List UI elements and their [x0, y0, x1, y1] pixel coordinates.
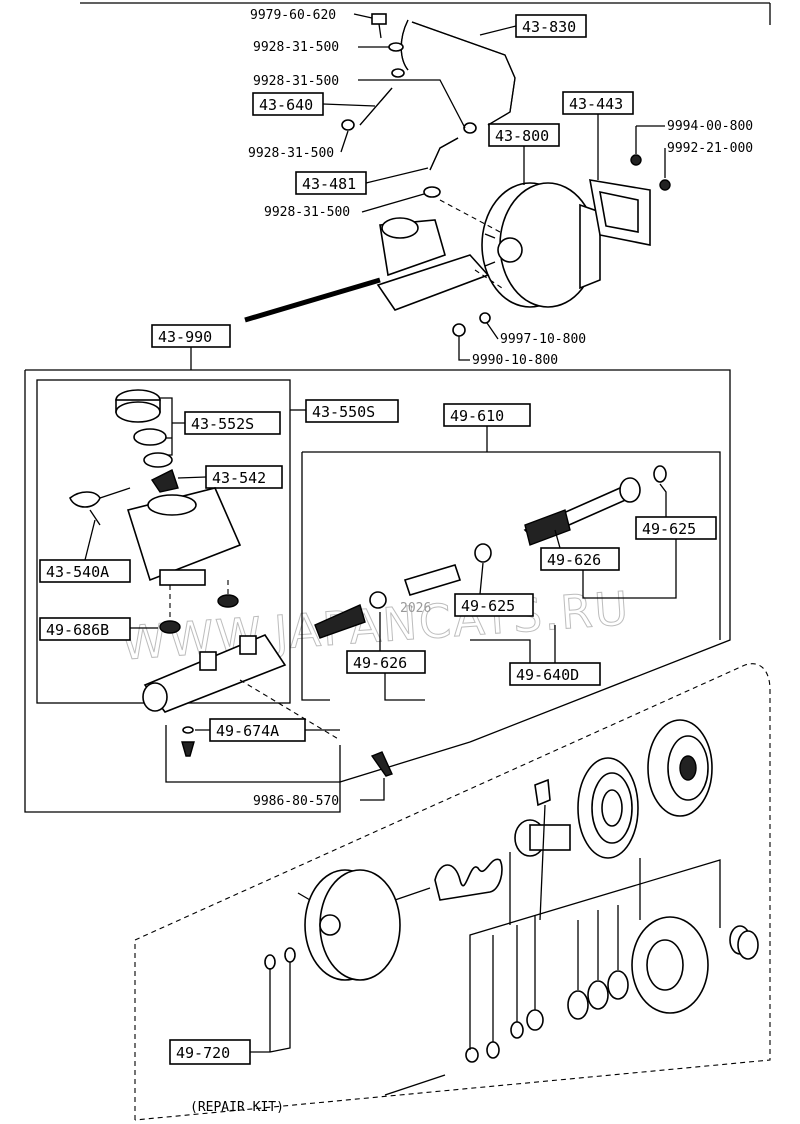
grommet-icons [159, 580, 239, 634]
label-43-481: 43-481 [302, 175, 356, 193]
hose-clamp-icons [341, 42, 477, 198]
master-cylinder-body [142, 634, 341, 741]
label-49-674a: 49-674A [216, 722, 279, 740]
box-49-626-b [346, 650, 426, 674]
label-9994-00-800: 9994-00-800 [667, 119, 753, 134]
leader-49-626-b [379, 612, 425, 701]
leader-9928-c [340, 130, 349, 153]
label-49-625-b: 49-625 [461, 597, 515, 615]
box-43-550s [305, 399, 399, 423]
label-9990-10-800: 9990-10-800 [472, 353, 558, 368]
outer-frame-bottom [24, 370, 471, 813]
label-43-800: 43-800 [495, 127, 549, 145]
nut-icons-top [452, 154, 671, 337]
leader-43-481 [365, 167, 429, 184]
label-49-626-b: 49-626 [353, 654, 407, 672]
label-49-686b: 49-686B [46, 621, 109, 639]
bolt-9979-icon [371, 13, 387, 39]
label-9928-31-500-b: 9928-31-500 [253, 74, 339, 89]
label-49-610: 49-610 [450, 407, 504, 425]
hose-43-640 [359, 87, 393, 126]
label-9992-21-000: 9992-21-000 [667, 141, 753, 156]
outer-frame-top [25, 369, 731, 743]
leader-9990 [458, 336, 470, 361]
leader-49-626-a [554, 529, 561, 549]
kit-leader-lines [469, 804, 721, 1050]
box-49-686b [39, 617, 131, 641]
leader-43-540a [84, 519, 96, 561]
secondary-piston-assembly [523, 465, 667, 546]
label-49-626-a: 49-626 [547, 551, 601, 569]
label-9928-31-500-d: 9928-31-500 [264, 205, 350, 220]
diaphragm-rear [647, 719, 713, 817]
repair-kit-frame [134, 663, 771, 1121]
piston-frame [301, 451, 721, 701]
leader-9928-b [358, 79, 466, 129]
booster-shell-front [297, 869, 401, 981]
box-49-626-a [540, 547, 620, 571]
label-43-542: 43-542 [212, 469, 266, 487]
label-43-443: 43-443 [569, 95, 623, 113]
valve-body [514, 778, 571, 857]
label-43-540a: 43-540A [46, 563, 109, 581]
leader-43-552s [160, 397, 185, 456]
leader-43-542 [177, 476, 207, 479]
leader-49-625-b [479, 562, 484, 595]
leader-9997 [486, 322, 499, 340]
label-49-625-a: 49-625 [642, 520, 696, 538]
bleeder-screw-icons [165, 725, 393, 783]
leader-9928-d [361, 193, 425, 213]
label-43-550s: 43-550S [312, 403, 375, 421]
label-9979-60-620: 9979-60-620 [250, 8, 336, 23]
master-cylinder-assembly-top [376, 199, 506, 311]
leader-49-640d [470, 625, 556, 663]
label-43-640: 43-640 [259, 96, 313, 114]
repair-kit-label: (REPAIR KIT) [190, 1100, 284, 1115]
label-9928-31-500-a: 9928-31-500 [253, 40, 339, 55]
label-49-720: 49-720 [176, 1044, 230, 1062]
vacuum-hose-pipe [400, 19, 516, 126]
leader-49-625-a [582, 483, 677, 599]
label-9986-80-570: 9986-80-570 [253, 794, 339, 809]
reservoir-body [69, 487, 242, 586]
box-49-625-b [454, 593, 534, 617]
booster-gasket-43-443 [589, 179, 651, 246]
label-49-640d: 49-640D [516, 666, 579, 684]
primary-piston-assembly [314, 543, 492, 639]
leader-9979 [353, 13, 373, 19]
label-9997-10-800: 9997-10-800 [500, 332, 586, 347]
leader-43-640 [322, 103, 376, 107]
leader-heavy-line [244, 277, 381, 323]
reservoir-cap-icons [115, 389, 179, 493]
push-rod-spring [394, 858, 503, 901]
brake-booster [481, 182, 601, 308]
label-43-830: 43-830 [522, 18, 576, 36]
leader-49-720 [250, 962, 291, 1053]
box-49-720 [169, 1039, 251, 1065]
diaphragm-plate [577, 757, 639, 859]
label-43-552s: 43-552S [191, 415, 254, 433]
year-mark: 2026 [400, 601, 431, 616]
leader-9986 [360, 778, 385, 801]
rear-shell [631, 916, 709, 1014]
rear-spring [729, 925, 759, 960]
repair-kit-pushrod [384, 1074, 446, 1096]
leader-43-830 [479, 25, 517, 36]
label-43-990: 43-990 [158, 328, 212, 346]
label-9928-31-500-c: 9928-31-500 [248, 146, 334, 161]
hose-43-481 [429, 137, 459, 171]
